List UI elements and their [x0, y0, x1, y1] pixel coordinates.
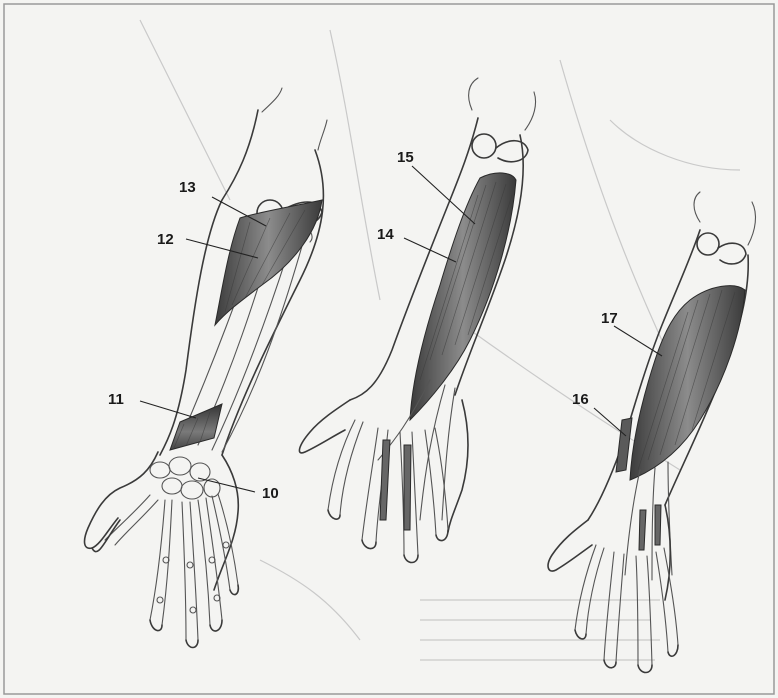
leader-line-10 [198, 478, 255, 492]
leader-line-14 [404, 238, 456, 262]
label-12: 12 [157, 231, 174, 248]
label-11: 11 [108, 391, 124, 408]
label-10: 10 [262, 485, 279, 502]
callout-labels: 13 12 11 10 15 14 17 16 [108, 149, 618, 502]
leader-line-16 [594, 408, 626, 436]
leader-line-11 [140, 401, 196, 418]
left-forearm-illustration [85, 88, 327, 648]
label-14: 14 [377, 226, 394, 243]
middle-forearm-illustration [299, 78, 535, 563]
label-17: 17 [601, 310, 618, 327]
label-15: 15 [397, 149, 414, 166]
label-13: 13 [179, 179, 196, 196]
label-16: 16 [572, 391, 589, 408]
leader-line-17 [614, 326, 662, 356]
